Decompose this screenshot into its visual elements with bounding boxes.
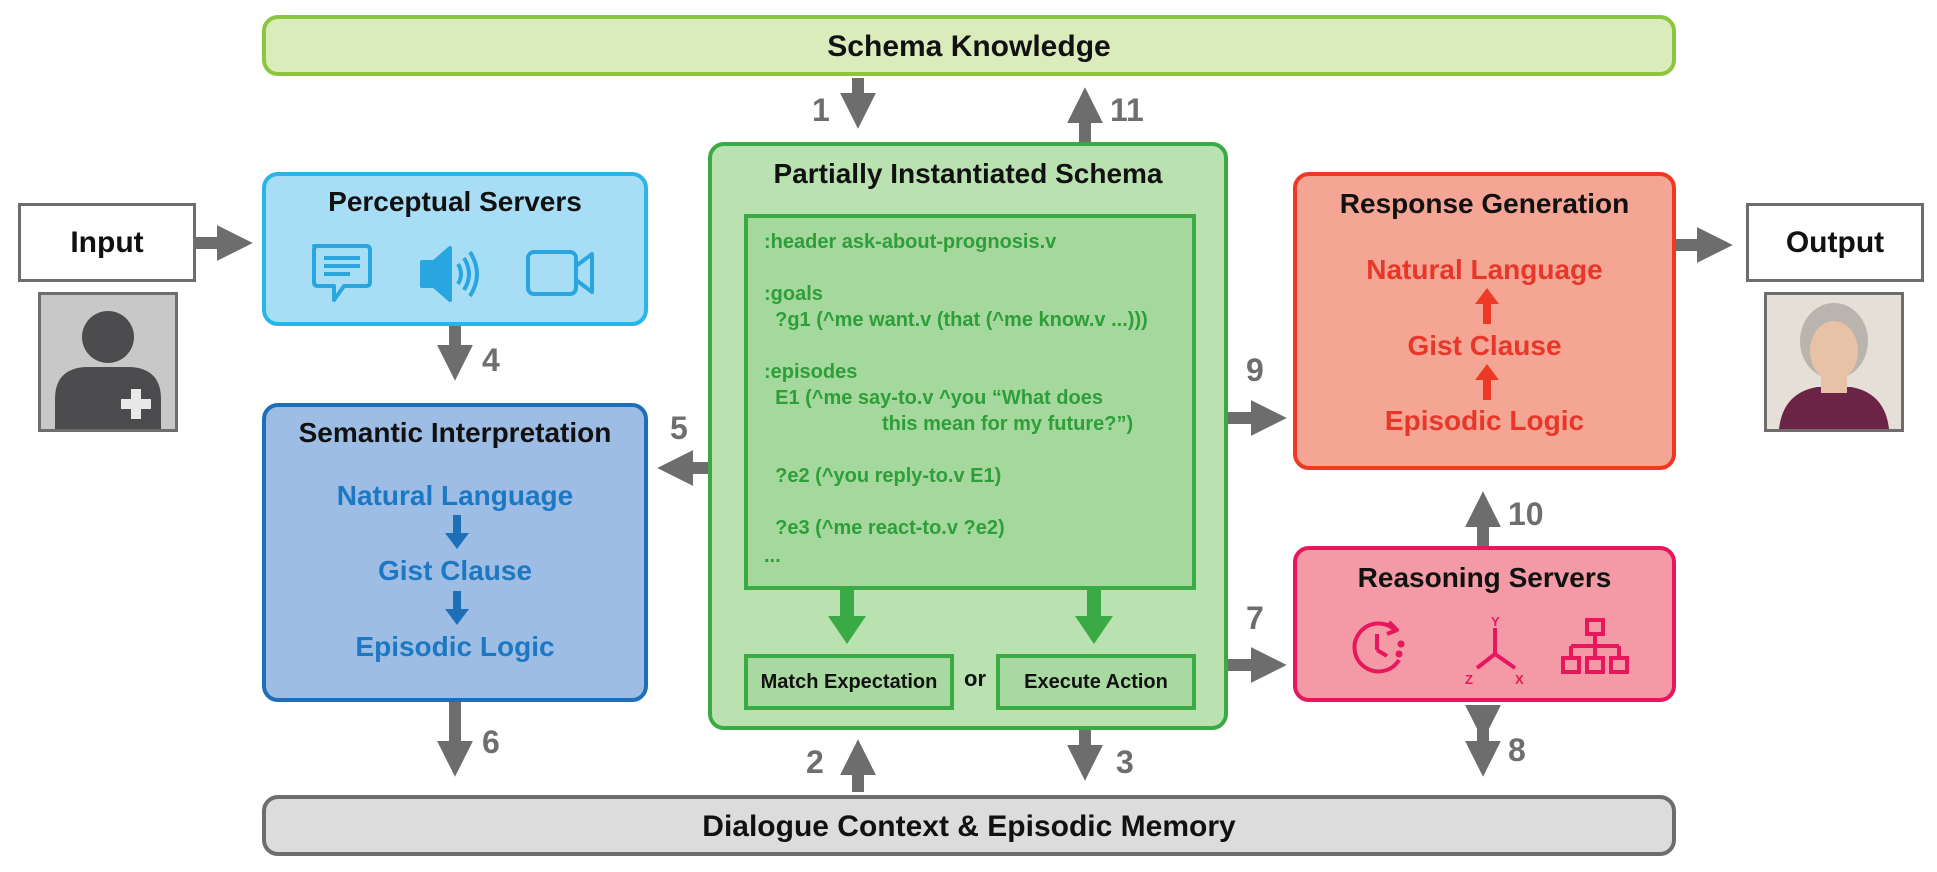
axes-icon bbox=[1475, 628, 1517, 670]
match-expectation-label: Match Expectation bbox=[760, 671, 938, 693]
schema-action-arrows bbox=[828, 590, 1113, 644]
dialogue-memory-label: Dialogue Context & Episodic Memory bbox=[702, 810, 1236, 843]
schema-line-goals: :goals bbox=[764, 283, 823, 305]
arrow-number-4: 4 bbox=[482, 342, 500, 378]
response-generation-box: Response Generation Natural Language Gis… bbox=[1293, 172, 1676, 470]
schema-box: Partially Instantiated Schema :header as… bbox=[708, 142, 1228, 730]
arrow-number-9: 9 bbox=[1246, 352, 1264, 388]
semantic-interpretation-title: Semantic Interpretation bbox=[298, 417, 612, 448]
execute-action-box: Execute Action bbox=[996, 654, 1196, 710]
schema-line-ellipsis: ... bbox=[764, 545, 781, 567]
clock-cycle-icon bbox=[1352, 620, 1405, 674]
dialogue-memory-bar: Dialogue Context & Episodic Memory bbox=[262, 795, 1676, 856]
schema-line-e1: E1 (^me say-to.v ^you “What does bbox=[764, 387, 1103, 409]
speaker-icon bbox=[420, 246, 479, 302]
semantic-chain-episodic-logic: Episodic Logic bbox=[355, 631, 555, 662]
schema-line-e1-cont: this mean for my future?”) bbox=[882, 413, 1134, 435]
reasoning-servers-title: Reasoning Servers bbox=[1357, 562, 1612, 593]
semantic-chain-natural-language: Natural Language bbox=[336, 480, 574, 511]
schema-line-g1: ?g1 (^me want.v (that (^me know.v ...))) bbox=[764, 309, 1148, 331]
perceptual-icons bbox=[312, 244, 594, 302]
response-chain-arrows bbox=[1475, 288, 1499, 400]
arrow-number-7: 7 bbox=[1246, 600, 1264, 636]
axis-label-y: Y bbox=[1491, 616, 1500, 629]
arrow-number-10: 10 bbox=[1508, 496, 1544, 532]
axis-label-x: X bbox=[1515, 672, 1524, 687]
output-box: Output bbox=[1746, 203, 1924, 282]
execute-action-label: Execute Action bbox=[1024, 671, 1168, 693]
arrow-number-8: 8 bbox=[1508, 732, 1526, 768]
perceptual-servers-box: Perceptual Servers bbox=[262, 172, 648, 326]
arrow-number-2: 2 bbox=[806, 744, 824, 780]
response-chain-natural-language: Natural Language bbox=[1366, 254, 1603, 285]
response-chain-episodic-logic: Episodic Logic bbox=[1384, 405, 1585, 436]
perceptual-servers-title: Perceptual Servers bbox=[328, 186, 582, 217]
schema-code-panel: :header ask-about-prognosis.v :goals ?g1… bbox=[744, 214, 1196, 590]
response-chain-gist-clause: Gist Clause bbox=[1407, 330, 1562, 361]
hierarchy-icon bbox=[1561, 618, 1629, 674]
reasoning-servers-box: Reasoning Servers Y bbox=[1293, 546, 1676, 702]
arrow-number-1: 1 bbox=[812, 92, 830, 128]
schema-line-header: :header ask-about-prognosis.v bbox=[764, 231, 1057, 253]
response-generation-title: Response Generation bbox=[1339, 188, 1630, 219]
input-label: Input bbox=[70, 226, 144, 259]
schema-line-e3: ?e3 (^me react-to.v ?e2) bbox=[764, 517, 1005, 539]
chat-bubble-icon bbox=[312, 244, 372, 302]
semantic-chain-gist-clause: Gist Clause bbox=[377, 555, 533, 586]
semantic-interpretation-box: Semantic Interpretation Natural Language… bbox=[262, 403, 648, 702]
axis-label-z: Z bbox=[1465, 672, 1473, 687]
arrow-number-5: 5 bbox=[670, 410, 688, 446]
patient-photo bbox=[1764, 292, 1904, 432]
schema-knowledge-label: Schema Knowledge bbox=[827, 30, 1111, 63]
arrow-number-3: 3 bbox=[1116, 744, 1134, 780]
input-box: Input bbox=[18, 203, 196, 282]
schema-line-e2: ?e2 (^you reply-to.v E1) bbox=[764, 465, 1002, 487]
schema-knowledge-bar: Schema Knowledge bbox=[262, 15, 1676, 76]
reasoning-icons: Y Z X bbox=[1352, 616, 1629, 687]
output-label: Output bbox=[1785, 226, 1885, 259]
video-camera-icon bbox=[526, 250, 594, 296]
schema-line-episodes: :episodes bbox=[764, 361, 858, 383]
arrow-number-11: 11 bbox=[1110, 92, 1144, 128]
semantic-chain-arrows bbox=[445, 515, 469, 625]
or-label: or bbox=[964, 666, 986, 691]
doctor-avatar bbox=[38, 292, 178, 432]
arrow-number-6: 6 bbox=[482, 724, 500, 760]
schema-title: Partially Instantiated Schema bbox=[773, 158, 1163, 189]
match-expectation-box: Match Expectation bbox=[744, 654, 954, 710]
